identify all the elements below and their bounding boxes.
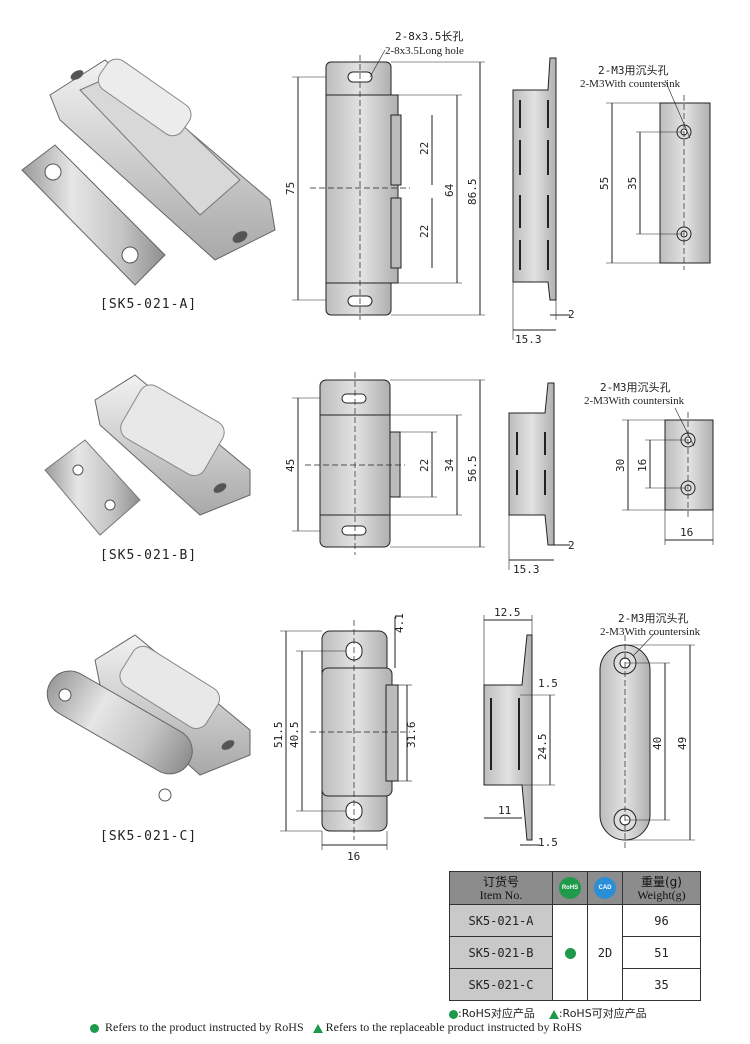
legend-cn-replace: :RoHS可对应产品 — [558, 1007, 647, 1020]
drawing-c-plate — [599, 632, 695, 850]
dim-c-11: 11 — [498, 804, 511, 817]
product-label-b: [SK5-021-B] — [100, 548, 198, 563]
drawing-b-side — [508, 382, 570, 570]
dim-b-22: 22 — [418, 459, 431, 472]
callout-countersink-a-en: 2-M3With countersink — [580, 78, 681, 90]
weight-cell: 96 — [622, 904, 701, 937]
legend-en-rohs: Refers to the product instructed by RoHS — [105, 1020, 304, 1034]
dim-c-40b: 40 — [651, 737, 664, 750]
dim-c-4: 4.1 — [393, 613, 406, 633]
dim-c-16: 16 — [347, 850, 360, 863]
callout-countersink-a-cn: 2-M3用沉头孔 — [598, 64, 669, 77]
dim-a-15: 15.3 — [515, 333, 542, 346]
legend-cn-rohs: :RoHS对应产品 — [458, 1007, 535, 1020]
dim-a-2: 2 — [568, 308, 575, 321]
drawing-c-side — [483, 615, 555, 846]
dim-c-31: 31.6 — [405, 722, 418, 749]
table-row: SK5-021-C 35 — [449, 968, 701, 1001]
drawing-c-front — [280, 617, 412, 850]
table-row: SK5-021-B 51 — [449, 936, 701, 969]
dim-b-16b: 16 — [680, 526, 693, 539]
dim-a-55: 55 — [598, 177, 611, 190]
header-weight: 重量(g) Weight(g) — [622, 871, 701, 905]
legend-en: Refers to the product instructed by RoHS… — [90, 1020, 582, 1035]
callout-countersink-c-cn: 2-M3用沉头孔 — [618, 612, 689, 625]
callout-countersink-b-cn: 2-M3用沉头孔 — [600, 381, 671, 394]
photo-a — [21, 58, 276, 286]
dim-a-22b: 22 — [418, 225, 431, 238]
replaceable-triangle-icon — [548, 1009, 559, 1019]
legend-cn: :RoHS对应产品 :RoHS可对应产品 — [449, 1005, 647, 1021]
header-weight-cn: 重量(g) — [641, 874, 682, 889]
dim-c-12: 12.5 — [494, 606, 521, 619]
item-cell: SK5-021-A — [449, 904, 553, 937]
header-weight-en: Weight(g) — [637, 887, 686, 902]
dim-a-64: 64 — [443, 183, 456, 197]
product-label-a: [SK5-021-A] — [100, 297, 198, 312]
dim-a-35: 35 — [626, 177, 639, 190]
rohs-icon: RoHS — [559, 877, 581, 899]
header-item-en: Item No. — [479, 887, 523, 902]
callout-long-hole-en: 2-8x3.5Long hole — [385, 45, 464, 57]
dim-b-30: 30 — [614, 459, 627, 472]
dim-c-40: 40.5 — [288, 722, 301, 749]
drawing-b-plate — [622, 407, 714, 545]
callout-countersink-b-en: 2-M3With countersink — [584, 395, 685, 407]
dim-b-16a: 16 — [636, 459, 649, 472]
drawing-a-plate — [606, 79, 711, 270]
rohs-dot-icon — [564, 947, 576, 959]
cad-icon: CAD — [594, 877, 616, 899]
header-item-cn: 订货号 — [482, 874, 519, 889]
item-cell: SK5-021-B — [449, 936, 553, 969]
cad-cell: 2D — [587, 904, 623, 1001]
rohs-dot-icon — [449, 1009, 458, 1019]
product-label-c: [SK5-021-C] — [100, 829, 198, 844]
dim-b-2: 2 — [568, 539, 575, 552]
dim-c-24: 24.5 — [536, 734, 549, 761]
dim-c-1-5: 1.5 — [538, 677, 558, 690]
dim-a-86: 86.5 — [466, 179, 479, 206]
drawing-a-front — [292, 49, 485, 320]
weight-cell: 51 — [622, 936, 701, 969]
dim-b-56: 56.5 — [466, 456, 479, 483]
item-cell: SK5-021-C — [449, 968, 553, 1001]
table-row: SK5-021-A 2D 96 — [449, 904, 701, 1001]
drawing-b-front — [292, 372, 485, 555]
callout-countersink-c-en: 2-M3With countersink — [600, 626, 701, 638]
drawing-a-side — [512, 57, 570, 340]
dim-a-22a: 22 — [418, 142, 431, 155]
header-cad: CAD — [587, 871, 623, 905]
rohs-dot-icon — [90, 1023, 99, 1033]
dim-b-34: 34 — [443, 458, 456, 472]
dim-c-49: 49 — [676, 737, 689, 750]
weight-cell: 35 — [622, 968, 701, 1001]
photo-c — [46, 634, 251, 802]
dim-c-51: 51.5 — [272, 722, 285, 749]
spec-table: 订货号 Item No. RoHS CAD 重量(g) Weight(g) SK… — [449, 871, 701, 1001]
callout-long-hole-cn: 2-8x3.5长孔 — [395, 30, 463, 43]
replaceable-triangle-icon — [312, 1023, 323, 1033]
dim-b-15: 15.3 — [513, 563, 540, 576]
header-rohs: RoHS — [552, 871, 588, 905]
legend-en-replace: Refers to the replaceable product instru… — [325, 1020, 582, 1034]
dim-b-45: 45 — [284, 459, 297, 472]
header-item: 订货号 Item No. — [449, 871, 553, 905]
photo-b — [44, 374, 251, 536]
rohs-cell — [552, 904, 588, 1001]
dim-c-1-5b: 1.5 — [538, 836, 558, 849]
dim-a-75: 75 — [284, 182, 297, 195]
